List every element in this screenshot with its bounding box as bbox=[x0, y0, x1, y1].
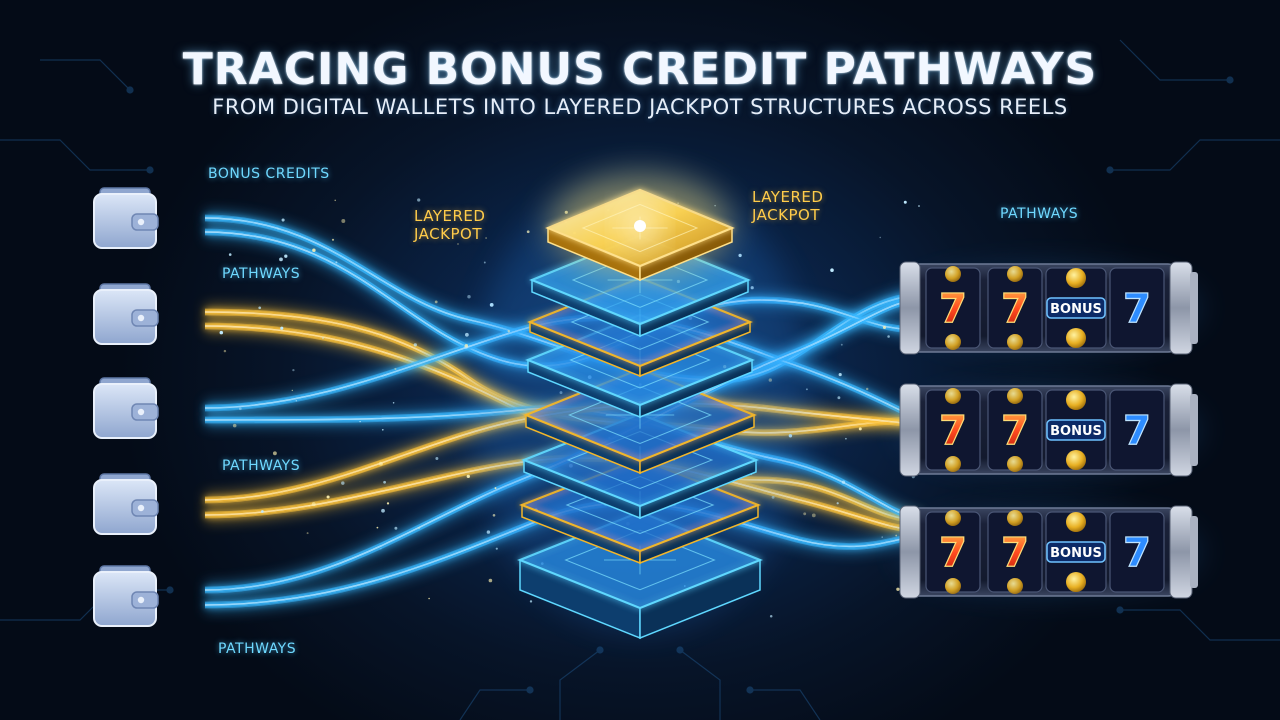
wallet-column bbox=[93, 187, 159, 627]
seven-symbol-text: 7 bbox=[939, 408, 967, 454]
label-pathways-1: PATHWAYS bbox=[222, 266, 301, 282]
reel-symbol-3-4: 7 bbox=[1109, 511, 1165, 593]
bonus-symbol-text: BONUS bbox=[1050, 424, 1102, 439]
label-layered-jackpot-left-line1: LAYERED bbox=[414, 207, 486, 225]
page-subtitle: FROM DIGITAL WALLETS INTO LAYERED JACKPO… bbox=[212, 95, 1068, 119]
label-layered-jackpot-left: LAYERED JACKPOT bbox=[414, 207, 485, 243]
wallet-icon bbox=[93, 565, 159, 627]
circuit-background bbox=[0, 39, 1280, 720]
label-pathways-2: PATHWAYS bbox=[222, 458, 301, 474]
label-layered-jackpot-right-line2: JACKPOT bbox=[752, 206, 820, 224]
reel-symbol-1-4: 7 bbox=[1109, 267, 1165, 349]
reel-symbol-1-3: BONUS bbox=[1045, 267, 1107, 349]
label-bonus-credits: BONUS CREDITS bbox=[208, 166, 330, 182]
label-pathways-3: PATHWAYS bbox=[218, 641, 297, 657]
reel-symbol-3-2: 7 bbox=[987, 510, 1043, 594]
seven-symbol-text: 7 bbox=[1001, 408, 1029, 454]
label-layered-jackpot-right: LAYERED JACKPOT bbox=[752, 188, 823, 224]
reel-symbol-2-4: 7 bbox=[1109, 389, 1165, 471]
wallet-icon bbox=[93, 377, 159, 439]
seven-symbol-text: 7 bbox=[1123, 408, 1151, 454]
reel-symbol-1-1: 7 bbox=[925, 266, 981, 350]
bonus-symbol-text: BONUS bbox=[1050, 546, 1102, 561]
page-title: TRACING BONUS CREDIT PATHWAYS bbox=[182, 44, 1098, 95]
bonus-symbol-text: BONUS bbox=[1050, 302, 1102, 317]
tower-layer-top-gold bbox=[545, 188, 735, 282]
label-layered-jackpot-left-line2: JACKPOT bbox=[414, 225, 482, 243]
seven-symbol-text: 7 bbox=[1001, 530, 1029, 576]
wallet-icon bbox=[93, 283, 159, 345]
wallet-icon bbox=[93, 473, 159, 535]
seven-symbol-text: 7 bbox=[1001, 286, 1029, 332]
reel-symbol-3-3: BONUS bbox=[1045, 511, 1107, 593]
wallet-icon bbox=[93, 187, 159, 249]
reel-symbol-2-1: 7 bbox=[925, 388, 981, 472]
seven-symbol-text: 7 bbox=[939, 286, 967, 332]
label-layered-jackpot-right-line1: LAYERED bbox=[752, 188, 824, 206]
reel-symbol-2-2: 7 bbox=[987, 388, 1043, 472]
seven-symbol-text: 7 bbox=[1123, 530, 1151, 576]
reel-symbol-2-3: BONUS bbox=[1045, 389, 1107, 471]
reel-symbol-1-2: 7 bbox=[987, 266, 1043, 350]
seven-symbol-text: 7 bbox=[939, 530, 967, 576]
seven-symbol-text: 7 bbox=[1123, 286, 1151, 332]
reel-symbol-3-1: 7 bbox=[925, 510, 981, 594]
label-pathways-right: PATHWAYS bbox=[1000, 206, 1079, 222]
layered-jackpot-stack bbox=[470, 170, 810, 640]
